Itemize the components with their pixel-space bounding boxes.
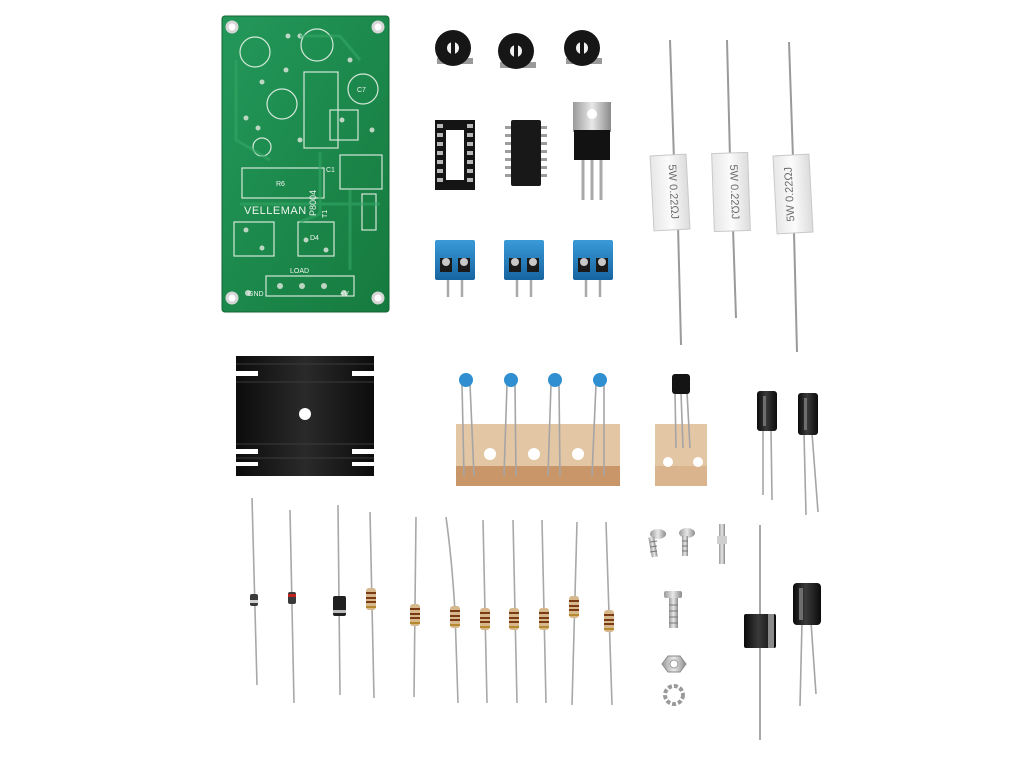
carbon-resistor (539, 519, 549, 704)
washer (663, 684, 685, 706)
carbon-resistor (509, 519, 519, 704)
pcb-label-plus-v: +V (340, 291, 349, 298)
heatsink (236, 356, 374, 476)
pcb-label-c1: C1 (326, 167, 335, 174)
pcb-board: VELLEMAN P8004 GND LOAD +V T1 R6 C1 C7 D… (221, 15, 390, 313)
screw (664, 591, 682, 628)
pcb-part-number: P8004 (308, 190, 318, 216)
carbon-resistor (445, 516, 460, 704)
trimmer-potentiometer (435, 30, 473, 66)
electrolytic-capacitor (793, 583, 821, 707)
pcb-mounting-holes (225, 20, 385, 305)
power-resistor-marking: 5W 0.22ΩJ (783, 167, 798, 222)
power-resistor-5w: 5W 0.22ΩJ (649, 39, 691, 346)
electrolytic-capacitor (757, 391, 777, 501)
small-diode (333, 504, 346, 696)
nut (661, 655, 687, 673)
power-resistor-marking: 5W 0.22ΩJ (727, 164, 741, 219)
screw (648, 529, 666, 558)
ceramic-capacitor (548, 373, 562, 387)
pcb-brand-label: VELLEMAN (244, 205, 307, 217)
power-resistor-marking: 5W 0.22ΩJ (666, 164, 681, 219)
small-diode (288, 509, 296, 704)
carbon-resistor (366, 511, 376, 699)
ceramic-capacitor (459, 373, 473, 387)
voltage-regulator-to220 (573, 102, 611, 200)
pcb-label-t1: T1 (322, 210, 329, 218)
screw (679, 528, 695, 556)
pin-connector (717, 524, 727, 564)
transistor-to92 (655, 374, 707, 486)
rectifier-diode (744, 525, 776, 740)
trimmer-potentiometer (564, 30, 602, 66)
ceramic-capacitor-strip (456, 373, 620, 486)
small-diode (250, 497, 258, 686)
screw-terminal-2-pole (504, 240, 544, 297)
screw-terminal-2-pole (573, 240, 613, 297)
trimmer-potentiometer (498, 33, 536, 69)
ic-chip-14-pin (505, 120, 547, 186)
electrolytic-capacitor (798, 393, 819, 516)
pcb-label-r6: R6 (276, 181, 285, 188)
carbon-resistor (480, 519, 490, 704)
pcb-label-d4: D4 (310, 235, 319, 242)
ic-socket-16-pin (435, 120, 475, 190)
pcb-label-load: LOAD (290, 268, 309, 275)
carbon-resistor (410, 516, 420, 698)
pcb-label-c7: C7 (357, 87, 366, 94)
screw-terminal-2-pole (435, 240, 475, 297)
power-resistor-5w: 5W 0.22ΩJ (772, 41, 814, 353)
pcb-label-gnd: GND (248, 291, 264, 298)
power-resistor-5w: 5W 0.22ΩJ (711, 39, 751, 319)
carbon-resistor (569, 521, 579, 706)
carbon-resistor (604, 521, 614, 706)
ceramic-capacitor (593, 373, 607, 387)
ceramic-capacitor (504, 373, 518, 387)
